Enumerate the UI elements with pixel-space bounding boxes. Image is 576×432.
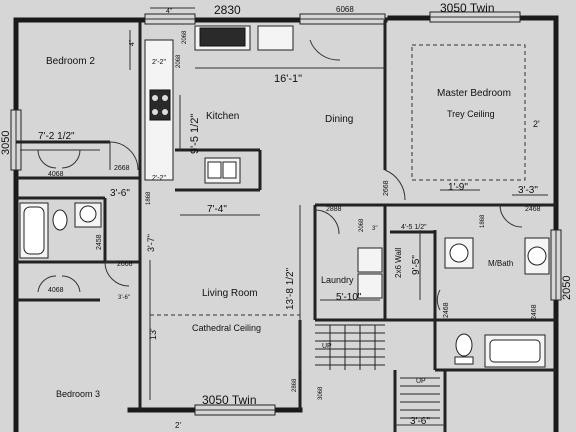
window-markers <box>10 11 562 416</box>
dim-3-7: 3'-7" <box>146 234 156 252</box>
dimension-lines <box>20 7 548 426</box>
room-label-laundry: Laundry <box>321 275 354 285</box>
dim-4-in: 4" <box>166 8 173 15</box>
door-2668-a: 2668 <box>114 165 130 172</box>
door-2888: 2888 <box>326 206 342 213</box>
dim-3-3: 3'-3" <box>518 185 538 196</box>
door-2068: 2068 <box>359 218 365 232</box>
window-label-3050-left: 3050 <box>0 131 12 155</box>
dim-3-in: 3" <box>372 226 377 232</box>
dim-9-5-half: 9'-5 1/2" <box>189 114 201 154</box>
door-2668-c: 2668 <box>383 180 390 196</box>
room-label-trey-ceiling: Trey Ceiling <box>447 109 495 119</box>
dim-4-in-b: 4" <box>129 39 136 46</box>
door-4068-a: 4068 <box>48 171 64 178</box>
window-label-3050-twin: 3050 Twin <box>440 1 495 15</box>
dim-2-ft: 2' <box>175 421 181 430</box>
dim-2-top: 2' <box>533 119 540 129</box>
door-2458: 2458 <box>96 234 103 250</box>
dim-2-2: 2'-2" <box>152 59 166 66</box>
room-label-master-bedroom: Master Bedroom <box>437 88 511 99</box>
door-4068-b: 4068 <box>48 287 64 294</box>
mbath-fixtures <box>444 237 550 368</box>
dim-9-5: 9'-5" <box>411 255 422 275</box>
room-label-kitchen: Kitchen <box>206 111 239 122</box>
door-2068-c: 2068 <box>176 54 182 68</box>
door-2468-a: 2468 <box>525 206 541 213</box>
stair-up-2: UP <box>416 378 426 385</box>
door-1868-b: 1868 <box>480 214 486 228</box>
interior-walls <box>16 20 556 432</box>
window-label-2050-right: 2050 <box>561 276 573 300</box>
dim-4-5-half: 4'-5 1/2" <box>401 224 427 231</box>
window-label-3068: 3068 <box>318 386 324 400</box>
dim-7-4: 7'-4" <box>207 204 227 215</box>
label-2x6-wall: 2x6 Wall <box>394 247 403 278</box>
dim-13-8-half: 13'-8 1/2" <box>285 267 296 310</box>
dim-2-2-b: 2'-2" <box>152 175 166 182</box>
door-2068-b: 2068 <box>182 30 188 44</box>
laundry-appliances <box>357 247 383 299</box>
door-1868: 1868 <box>146 191 152 205</box>
trey-ceiling-outline <box>411 44 526 181</box>
window-label-6068: 6068 <box>336 5 354 14</box>
dim-5-10: 5'-10" <box>336 292 362 303</box>
window-label-3050-twin-bottom: 3050 Twin <box>202 393 257 407</box>
room-label-living-room: Living Room <box>202 288 258 299</box>
room-label-bedroom-3: Bedroom 3 <box>56 389 100 399</box>
dim-16-1: 16'-1" <box>274 73 302 85</box>
door-2468-c: 2468 <box>531 304 538 320</box>
room-label-dining: Dining <box>325 114 353 125</box>
room-label-cathedral-ceiling: Cathedral Ceiling <box>192 323 261 333</box>
bath2-fixtures <box>19 202 102 259</box>
door-2468-b: 2468 <box>443 302 450 318</box>
kitchen-fixtures <box>144 25 294 184</box>
dim-7-2-half: 7'-2 1/2" <box>38 131 75 142</box>
dim-1-9: 1'-9" <box>448 182 468 193</box>
room-label-bedroom-2: Bedroom 2 <box>46 56 95 67</box>
door-swings <box>37 39 523 311</box>
stair-up-1: UP <box>322 343 332 350</box>
room-label-master-bath: M/Bath <box>488 259 513 268</box>
dim-13: 13' <box>148 328 158 340</box>
stairs <box>315 324 440 419</box>
door-2868: 2868 <box>292 378 298 392</box>
window-label-2830: 2830 <box>214 3 241 17</box>
dim-3-6-a: 3'-6" <box>110 188 130 199</box>
door-2668-b: 2668 <box>117 261 133 268</box>
dim-3-6-c: 3'-6" <box>410 416 430 427</box>
dim-3-6-b: 3'-6" <box>118 295 130 301</box>
